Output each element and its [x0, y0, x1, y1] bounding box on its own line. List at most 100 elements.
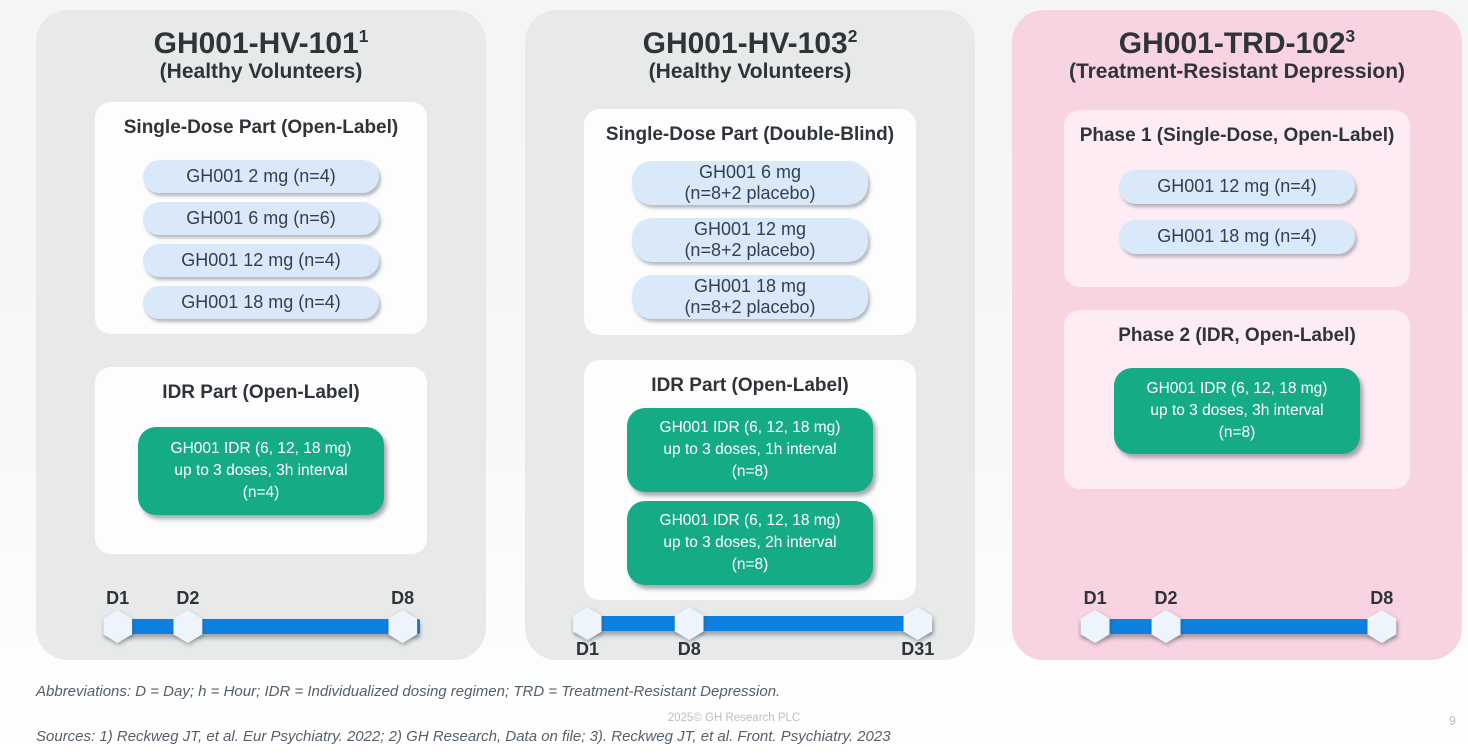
- section-header: Single-Dose Part (Open-Label): [123, 116, 399, 138]
- hexagon-icon: [1151, 610, 1181, 643]
- trial-column-gh001-trd-102: GH001-TRD-1023(Treatment-Resistant Depre…: [1012, 10, 1462, 660]
- hexagon-icon: [903, 607, 933, 640]
- hexagon-icon: [173, 610, 203, 643]
- timeline-day-label: D31: [901, 639, 935, 659]
- text-line: GH001 12 mg (n=4): [181, 249, 341, 270]
- text-line: (n=8): [731, 556, 769, 574]
- column-title-superscript: 3: [1345, 26, 1356, 46]
- hexagon-icon: [1367, 610, 1397, 643]
- section-header: IDR Part (Open-Label): [651, 374, 849, 396]
- text-line: (n=8): [731, 463, 769, 481]
- text-line: GH001 6 mg (n=6): [186, 207, 336, 228]
- text-line: GH001 IDR (6, 12, 18 mg): [659, 419, 841, 437]
- timeline: D1 D2 D8: [103, 588, 420, 643]
- timeline-hexagon-marker: [1367, 610, 1397, 643]
- idr-regimen-box: GH001 IDR (6, 12, 18 mg) up to 3 doses, 3…: [1114, 368, 1360, 455]
- hexagon-icon: [572, 607, 602, 640]
- timeline-day-label: D8: [1370, 588, 1394, 608]
- text-line: GH001 18 mg: [693, 275, 807, 296]
- column-title: GH001-TRD-1023: [1012, 27, 1462, 60]
- dose-pill: GH001 12 mg (n=4): [143, 244, 379, 278]
- text-line: (n=8+2 placebo): [684, 297, 816, 318]
- timeline-day-label: D1: [106, 588, 130, 608]
- idr-regimen-box: GH001 IDR (6, 12, 18 mg) up to 3 doses, 1…: [627, 408, 873, 493]
- text-line: (n=8+2 placebo): [684, 240, 816, 261]
- text-line: GH001 12 mg: [693, 218, 807, 239]
- page-number: 9: [1449, 714, 1456, 728]
- dose-pill: GH001 2 mg (n=4): [143, 160, 379, 194]
- column-subtitle: (Treatment-Resistant Depression): [1068, 59, 1406, 83]
- column-title-text: GH001-TRD-102: [1118, 27, 1346, 60]
- text-line: GH001 IDR (6, 12, 18 mg): [1146, 380, 1328, 398]
- timeline-hexagon-marker: [674, 607, 704, 640]
- section-box: Phase 1 (Single-Dose, Open-Label) GH001 1…: [1064, 109, 1410, 287]
- section-header: Phase 1 (Single-Dose, Open-Label): [1079, 124, 1395, 146]
- timeline: D1 D2 D8: [1080, 588, 1397, 643]
- text-line: up to 3 doses, 2h interval: [663, 534, 837, 552]
- text-line: GH001 12 mg (n=4): [1157, 176, 1317, 197]
- timeline-bar: [105, 619, 420, 634]
- section-header: Phase 2 (IDR, Open-Label): [1118, 324, 1356, 346]
- trial-column-gh001-hv-101: GH001-HV-1011(Healthy Volunteers)Single-…: [36, 10, 486, 660]
- timeline: D1 D8 D31: [572, 607, 935, 664]
- column-title-superscript: 1: [358, 26, 369, 46]
- hexagon-icon: [1080, 610, 1110, 643]
- timeline-hexagon-marker: [903, 607, 933, 640]
- dose-pill: GH001 12 mg(n=8+2 placebo): [632, 218, 868, 263]
- text-line: (n=4): [242, 484, 280, 502]
- section-box: IDR Part (Open-Label) GH001 IDR (6, 12, 1…: [584, 359, 916, 600]
- text-line: GH001 2 mg (n=4): [186, 165, 336, 186]
- timeline-hexagon-marker: [388, 610, 418, 643]
- dose-pill: GH001 18 mg (n=4): [1119, 220, 1355, 255]
- idr-regimen-box: GH001 IDR (6, 12, 18 mg) up to 3 doses, 3…: [138, 427, 384, 516]
- timeline-day-label: D2: [1154, 588, 1178, 608]
- column-title-text: GH001-HV-101: [153, 27, 359, 60]
- section-header: Single-Dose Part (Double-Blind): [605, 123, 895, 145]
- timeline-hexagon-marker: [1080, 610, 1110, 643]
- timeline-bar: [1081, 619, 1396, 634]
- column-title-superscript: 2: [847, 26, 858, 46]
- text-line: GH001 18 mg (n=4): [181, 291, 341, 312]
- hexagon-icon: [103, 610, 133, 643]
- section-box: Phase 2 (IDR, Open-Label) GH001 IDR (6, 1…: [1064, 309, 1410, 489]
- timeline-hexagon-marker: [572, 607, 602, 640]
- copyright-note: 2025© GH Research PLC: [667, 712, 801, 724]
- section-box: IDR Part (Open-Label) GH001 IDR (6, 12, 1…: [95, 366, 427, 554]
- text-line: up to 3 doses, 3h interval: [1150, 402, 1324, 420]
- dose-pill: GH001 18 mg (n=4): [143, 286, 379, 320]
- column-title-text: GH001-HV-103: [642, 27, 848, 60]
- timeline-bar: [575, 616, 932, 631]
- text-line: (n=8): [1218, 424, 1256, 442]
- idr-regimen-box: GH001 IDR (6, 12, 18 mg) up to 3 doses, 2…: [627, 501, 873, 586]
- timeline-hexagon-marker: [103, 610, 133, 643]
- text-line: up to 3 doses, 3h interval: [174, 462, 348, 480]
- timeline-day-label: D8: [391, 588, 415, 608]
- text-line: GH001 18 mg (n=4): [1157, 226, 1317, 247]
- dose-pill: GH001 6 mg (n=6): [143, 202, 379, 236]
- column-subtitle: (Healthy Volunteers): [648, 59, 852, 83]
- section-box: Single-Dose Part (Double-Blind) GH001 6 m…: [584, 108, 916, 335]
- abbreviations-note: Abbreviations: D = Day; h = Hour; IDR = …: [36, 683, 781, 700]
- column-title: GH001-HV-1032: [525, 27, 975, 60]
- section-header: IDR Part (Open-Label): [162, 381, 360, 403]
- timeline-day-label: D8: [677, 639, 701, 659]
- hexagon-icon: [388, 610, 418, 643]
- text-line: GH001 IDR (6, 12, 18 mg): [170, 440, 352, 458]
- text-line: up to 3 doses, 1h interval: [663, 441, 837, 459]
- dose-pill: GH001 12 mg (n=4): [1119, 170, 1355, 205]
- dose-pill: GH001 6 mg(n=8+2 placebo): [632, 161, 868, 206]
- timeline-day-label: D1: [575, 639, 599, 659]
- column-subtitle: (Healthy Volunteers): [159, 59, 363, 83]
- timeline-day-label: D2: [176, 588, 200, 608]
- sources-note: Sources: 1) Reckweg JT, et al. Eur Psych…: [36, 728, 891, 745]
- timeline-hexagon-marker: [173, 610, 203, 643]
- text-line: GH001 IDR (6, 12, 18 mg): [659, 512, 841, 530]
- timeline-hexagon-marker: [1151, 610, 1181, 643]
- trial-column-gh001-hv-103: GH001-HV-1032(Healthy Volunteers)Single-…: [525, 10, 975, 660]
- column-title: GH001-HV-1011: [36, 27, 486, 60]
- text-line: (n=8+2 placebo): [684, 183, 816, 204]
- text-line: GH001 6 mg: [698, 161, 802, 182]
- timeline-day-label: D1: [1083, 588, 1107, 608]
- hexagon-icon: [674, 607, 704, 640]
